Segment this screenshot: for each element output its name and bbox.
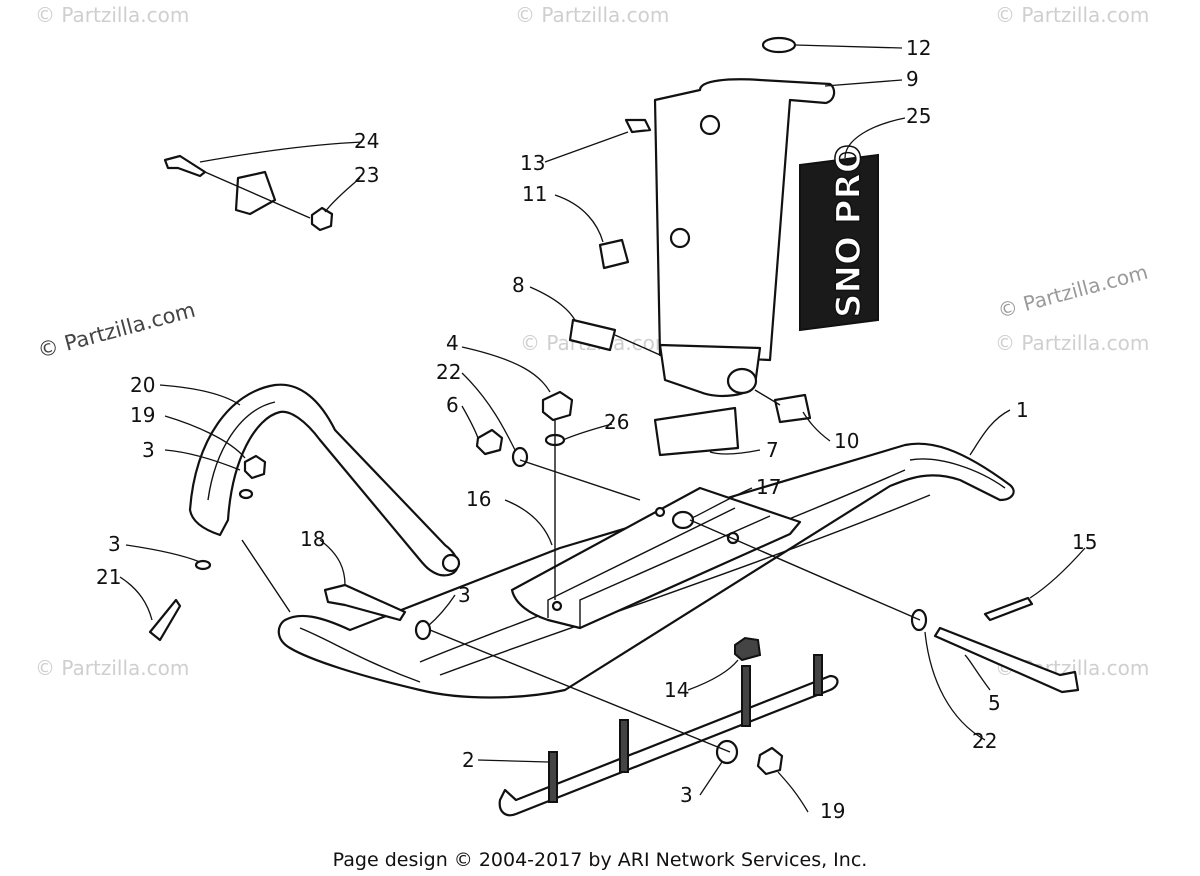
callout-18: 18 <box>300 527 325 551</box>
bolt-21 <box>148 598 182 642</box>
callout-16: 16 <box>466 487 491 511</box>
grease-fitting <box>624 118 652 134</box>
bushing-11 <box>598 238 630 270</box>
callout-22a: 22 <box>436 360 461 384</box>
callout-7: 7 <box>766 438 779 462</box>
callout-14: 14 <box>664 678 689 702</box>
watermark-top-right: © Partzilla.com <box>995 3 1149 27</box>
bolt-24 <box>163 154 207 178</box>
callout-13: 13 <box>520 151 545 175</box>
watermark-mid-right-dark: © Partzilla.com <box>995 260 1150 323</box>
parts-art: SNO PRO <box>148 36 1080 817</box>
ski-saddle <box>510 486 802 630</box>
watermark-left-dark: © Partzilla.com <box>35 298 198 363</box>
nut-6 <box>475 428 504 456</box>
callout-3a: 3 <box>142 438 155 462</box>
callout-5: 5 <box>988 691 1001 715</box>
callout-6: 6 <box>446 393 459 417</box>
nut-14 <box>734 636 762 662</box>
callout-8: 8 <box>512 273 525 297</box>
washer-17 <box>671 510 695 530</box>
watermark-top-left: © Partzilla.com <box>35 3 189 27</box>
cap <box>761 36 797 54</box>
callout-19a: 19 <box>130 403 155 427</box>
nut-19 <box>243 454 267 480</box>
callout-21: 21 <box>96 565 121 589</box>
callout-4: 4 <box>446 331 459 355</box>
washer-3d <box>194 559 212 571</box>
watermark-top-center: © Partzilla.com <box>515 3 669 27</box>
callout-12: 12 <box>906 36 931 60</box>
washer-3c <box>238 488 254 500</box>
callout-15: 15 <box>1072 530 1097 554</box>
bracket-23 <box>234 170 277 216</box>
decal-text: SNO PRO <box>829 144 869 318</box>
callout-11: 11 <box>522 182 547 206</box>
bushing-8 <box>568 318 617 352</box>
washer-22 <box>511 446 529 468</box>
wear-bar <box>498 674 839 817</box>
callout-3b: 3 <box>108 532 121 556</box>
callouts: 1 2 3 3 3 3 4 5 6 7 8 9 10 11 12 13 14 1… <box>96 36 1097 823</box>
callout-24: 24 <box>354 129 379 153</box>
leader-lines <box>119 44 1086 813</box>
sno-pro-decal: SNO PRO <box>799 144 879 332</box>
bushing-10 <box>773 393 812 424</box>
callout-9: 9 <box>906 67 919 91</box>
damper-block <box>653 406 740 457</box>
callout-22b: 22 <box>972 729 997 753</box>
callout-10: 10 <box>834 429 859 453</box>
nut-23 <box>310 206 334 232</box>
washer-3 <box>414 619 432 641</box>
callout-26: 26 <box>604 410 629 434</box>
bolt-18 <box>323 583 407 622</box>
callout-3d: 3 <box>680 783 693 807</box>
callout-1: 1 <box>1016 398 1029 422</box>
callout-20: 20 <box>130 373 155 397</box>
callout-25: 25 <box>906 104 931 128</box>
ski-loop <box>188 383 459 577</box>
nut-4 <box>541 390 574 422</box>
footer-copyright: Page design © 2004-2017 by ARI Network S… <box>333 849 868 871</box>
callout-2: 2 <box>462 748 475 772</box>
cotter-pin <box>983 596 1034 622</box>
nut-19b <box>756 746 784 776</box>
watermark-mid-right: © Partzilla.com <box>995 331 1149 355</box>
callout-19b: 19 <box>820 799 845 823</box>
washer-3b <box>715 739 739 765</box>
callout-3c: 3 <box>458 583 471 607</box>
callout-17: 17 <box>756 475 781 499</box>
watermark-low-left: © Partzilla.com <box>35 656 189 680</box>
bolt-5 <box>933 626 1080 694</box>
callout-23: 23 <box>354 163 379 187</box>
